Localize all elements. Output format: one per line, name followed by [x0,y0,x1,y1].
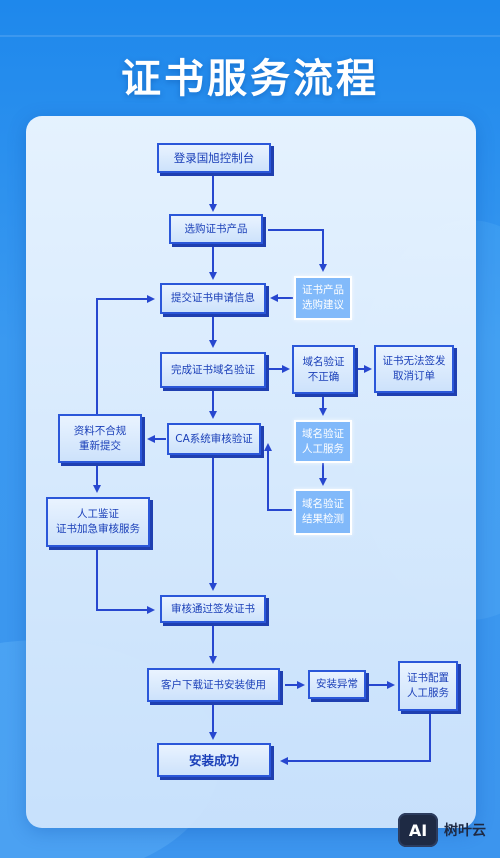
step-cannot-issue: 证书无法签发 取消订单 [374,345,454,393]
arrow-config-success [280,711,431,765]
arrow-resubmit-submit [96,295,155,416]
step-domain-manual: 域名验证 人工服务 [294,420,352,463]
step-manual-verify: 人工鉴证 证书加急审核服务 [46,497,150,547]
step-issued: 审核通过签发证书 [160,595,266,623]
step-submit: 提交证书申请信息 [160,283,266,314]
step-login: 登录国旭控制台 [157,143,271,173]
step-resubmit: 资料不合规 重新提交 [58,414,142,463]
step-config-service: 证书配置 人工服务 [398,661,458,711]
step-buy: 选购证书产品 [169,214,263,244]
page-title: 证书服务流程 [121,56,379,102]
step-domain-check: 域名验证 结果检测 [294,489,352,535]
step-ca-review: CA系统审核验证 [167,423,261,455]
watermark-logo: AI 树叶云 [398,812,486,848]
step-install-error: 安装异常 [308,670,366,699]
arrow-manual-issued [96,547,155,614]
logo-name: 树叶云 [444,823,486,839]
arrow-check-ca [264,443,292,511]
step-verify: 完成证书域名验证 [160,352,266,388]
step-buy-advice: 证书产品 选购建议 [294,276,352,320]
ai-logo-icon: AI [398,813,438,847]
step-success: 安装成功 [157,743,271,777]
arrow-buy-advice [268,229,327,272]
step-domain-wrong: 域名验证 不正确 [292,345,355,394]
step-download: 客户下载证书安装使用 [147,668,280,702]
